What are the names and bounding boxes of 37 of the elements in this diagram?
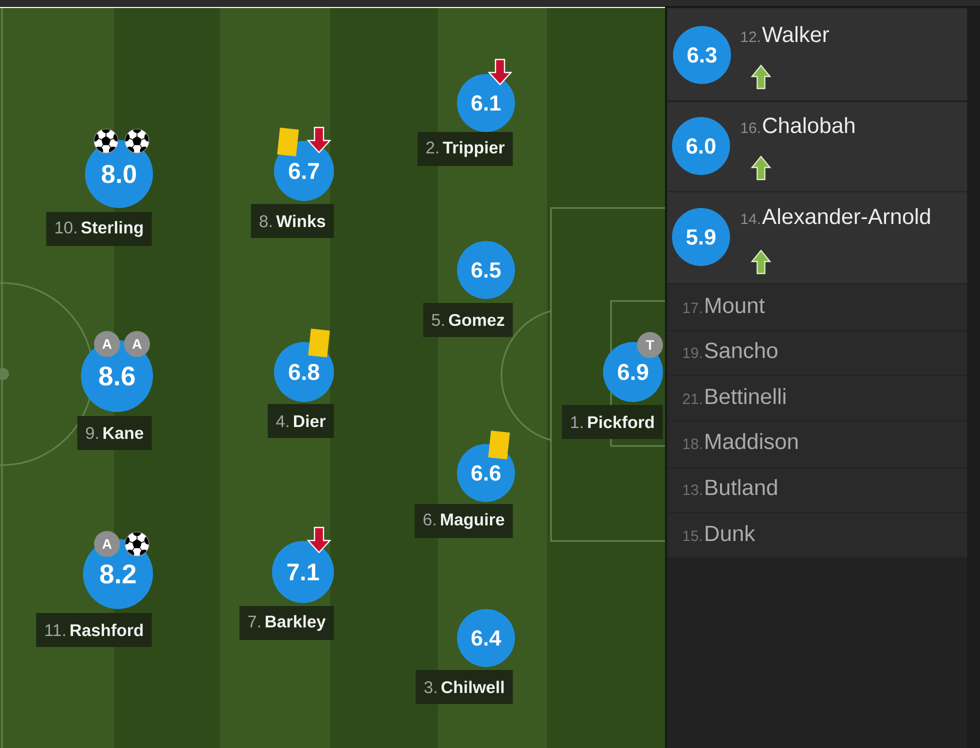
node-label: 15.	[683, 530, 702, 542]
name-label: 11. Rashford	[36, 613, 152, 647]
node-label: Dunk	[706, 525, 756, 542]
node-label: Sancho	[704, 342, 778, 358]
name-label: 5. Gomez	[423, 303, 513, 337]
node-label: 13.	[683, 484, 702, 496]
name-label: 10. Sterling	[46, 212, 152, 246]
name-label: 4. Dier	[268, 404, 334, 438]
badge: A	[94, 531, 120, 557]
node-label: Chalobah	[763, 117, 854, 134]
name-label: 3. Chilwell	[416, 670, 513, 704]
bench-row: 21. Bettinelli	[667, 376, 968, 420]
node-label: 16.	[741, 122, 760, 134]
badge: A	[124, 331, 150, 357]
node-label: 14.	[741, 214, 760, 224]
node-label: Mount	[706, 298, 765, 314]
node-label: 21.	[682, 394, 702, 404]
name-label: 2. Trippier	[418, 132, 513, 166]
node-label: 19.	[683, 348, 702, 358]
name-label: 7. Barkley	[239, 606, 334, 640]
node-label: 17.	[683, 302, 702, 313]
node-label: Bettinelli	[706, 388, 786, 404]
badge: A	[94, 331, 120, 357]
bench-row: 19.Sancho	[667, 331, 968, 376]
node-label: Alexander-Arnold	[762, 208, 930, 224]
badge: T	[637, 332, 663, 358]
bench-row: 13. Butland	[667, 468, 968, 512]
node-label: 18.	[683, 438, 702, 450]
node-label: Butland	[706, 479, 777, 496]
name-label: 8. Winks	[250, 204, 334, 238]
name-label: 9. Kane	[77, 416, 152, 450]
name-label: 1. Pickford	[562, 405, 663, 439]
name-label: 6. Maguire	[414, 504, 513, 538]
node-label: Maddison	[706, 433, 798, 450]
bench-row: 17. Mount	[667, 284, 968, 330]
bench-row: 18. Maddison	[667, 421, 968, 468]
bench-row: 15. Dunk	[667, 513, 968, 558]
